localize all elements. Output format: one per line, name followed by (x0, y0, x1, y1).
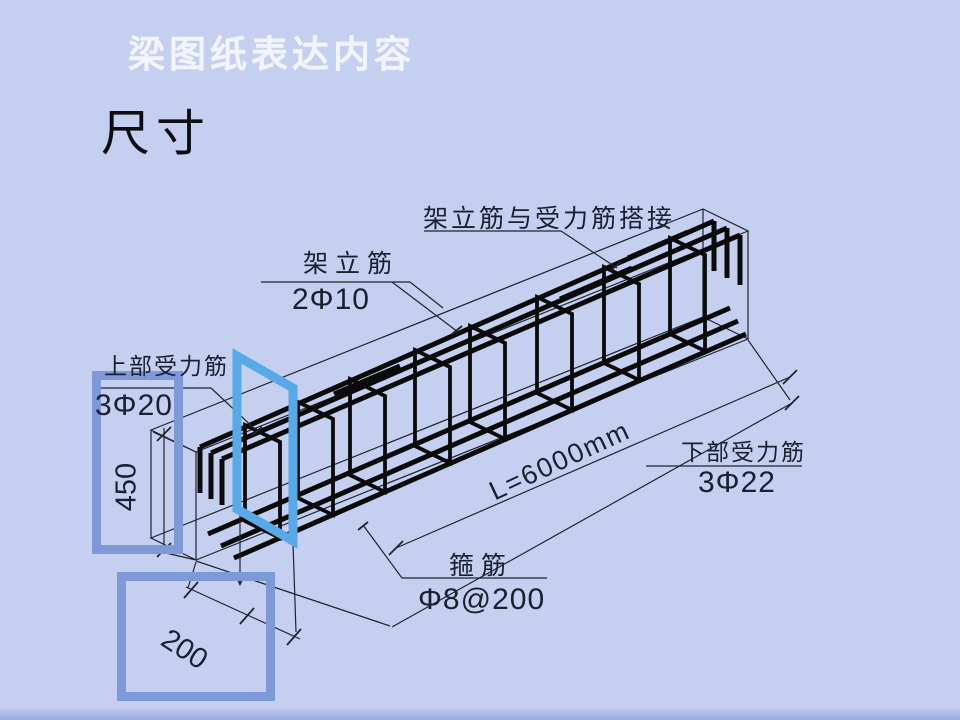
width-highlight-box (117, 572, 275, 701)
slide-bottom-shadow (0, 706, 960, 720)
bottom-bar-label: 下部受力筋 (681, 439, 806, 465)
height-highlight-box (92, 371, 183, 554)
dimension-ticks (156, 261, 800, 646)
slide-title: 梁图纸表达内容 (128, 35, 415, 76)
stirrup-spec: Φ8@200 (418, 583, 546, 616)
lap-splice-bars (333, 229, 689, 397)
stirrup-label: 箍筋 (449, 552, 514, 580)
hanger-bar-spec: 2Φ10 (292, 283, 370, 316)
lap-splice-note: 架立筋与受力筋搭接 (423, 205, 676, 233)
section-heading: 尺寸 (101, 106, 212, 161)
hanger-bar-label: 架立筋 (303, 250, 400, 278)
stirrup-highlight (232, 348, 298, 549)
bottom-bar-spec: 3Φ22 (698, 466, 776, 499)
dimension-lines (98, 230, 802, 640)
height-dimension-text: 450 (110, 462, 143, 512)
top-bar-label: 上部受力筋 (104, 353, 229, 379)
top-bar-spec: 3Φ20 (95, 389, 173, 422)
